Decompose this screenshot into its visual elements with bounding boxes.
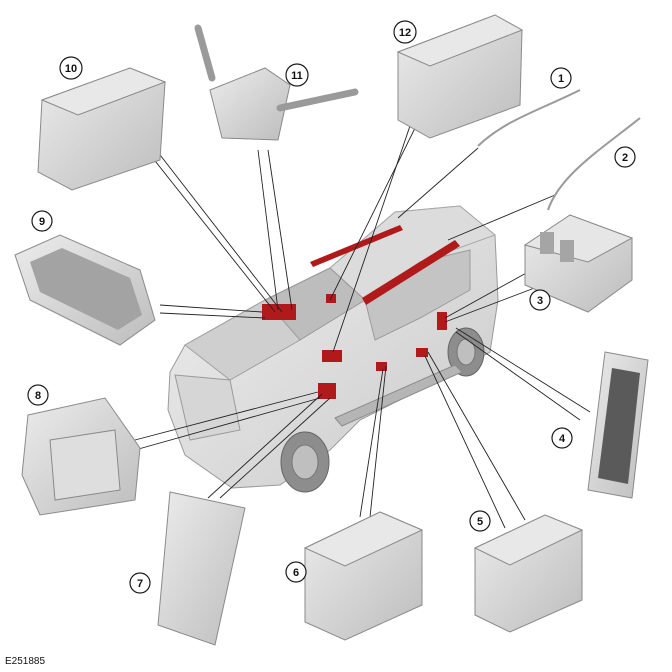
callout-1: 1	[550, 67, 572, 89]
figure-id: E251885	[5, 656, 46, 667]
callout-1-label: 1	[558, 73, 564, 85]
module-8-icon	[21, 397, 141, 516]
highlight-module-3	[437, 312, 447, 330]
callout-4-label: 4	[559, 433, 566, 445]
callout-5: 5	[469, 510, 491, 532]
callout-11: 11	[285, 63, 309, 87]
callout-10: 10	[59, 56, 83, 80]
callout-7: 7	[129, 572, 151, 594]
module-6-icon	[303, 511, 424, 641]
antenna-cable-2-icon	[547, 117, 641, 211]
highlight-module-12	[322, 350, 342, 362]
callout-9-label: 9	[39, 216, 45, 228]
antenna-cable-1-icon	[477, 89, 581, 147]
module-4-icon	[587, 351, 649, 499]
module-10-icon	[37, 67, 167, 191]
module-7-icon	[157, 491, 246, 646]
highlight-antenna-2	[362, 240, 460, 305]
module-12-icon	[396, 14, 524, 139]
module-3-icon	[523, 214, 634, 313]
callout-12-label: 12	[399, 27, 411, 39]
callout-6-label: 6	[293, 567, 299, 579]
callout-8: 8	[27, 384, 49, 406]
module-5-icon	[473, 514, 584, 633]
callout-3-label: 3	[537, 295, 543, 307]
highlight-module-6	[376, 362, 387, 371]
leader-lines	[134, 117, 591, 529]
callout-2: 2	[614, 146, 636, 168]
highlight-module-9-10	[262, 304, 296, 320]
callout-3: 3	[529, 289, 551, 311]
callout-11-label: 11	[291, 70, 303, 82]
highlight-module-5	[416, 348, 428, 357]
callout-9: 9	[31, 210, 53, 232]
callout-2-label: 2	[622, 152, 628, 164]
highlight-module-7-8	[318, 383, 336, 399]
callout-6: 6	[285, 561, 307, 583]
callout-7-label: 7	[137, 578, 143, 590]
callout-4: 4	[551, 427, 573, 449]
callout-8-label: 8	[35, 390, 41, 402]
callout-10-label: 10	[65, 63, 77, 75]
steering-switch-11-icon	[194, 24, 359, 141]
callout-12: 12	[393, 20, 417, 44]
callout-5-label: 5	[477, 516, 483, 528]
module-9-icon	[14, 234, 156, 346]
